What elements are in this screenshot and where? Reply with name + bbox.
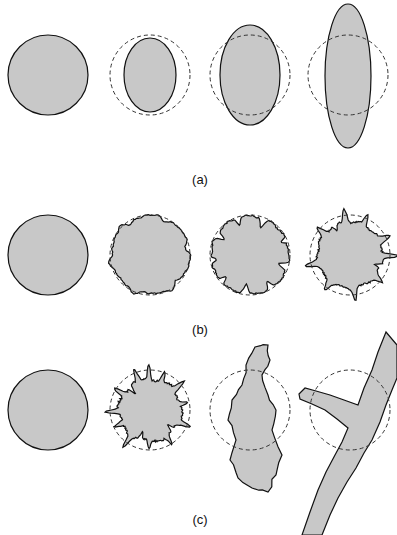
elongated-blob bbox=[228, 345, 282, 492]
reference-circle bbox=[308, 35, 388, 115]
initial-circle bbox=[8, 215, 88, 295]
reference-circle bbox=[210, 370, 290, 450]
reference-circle bbox=[210, 215, 290, 295]
reference-circle bbox=[310, 215, 390, 295]
fingered-blob bbox=[105, 365, 190, 449]
reference-circle bbox=[310, 370, 390, 450]
reference-circle bbox=[110, 215, 190, 295]
panel-label: (a) bbox=[192, 172, 208, 187]
initial-circle bbox=[8, 370, 88, 450]
initial-circle bbox=[8, 35, 88, 115]
rough-blob bbox=[109, 215, 191, 294]
fingered-blob bbox=[306, 209, 397, 301]
panel-label: (c) bbox=[192, 512, 207, 527]
ellipse bbox=[325, 4, 371, 148]
reference-circle bbox=[110, 35, 190, 115]
panel-label: (b) bbox=[192, 322, 208, 337]
reference-circle bbox=[110, 370, 190, 450]
ellipse bbox=[124, 38, 176, 112]
branching-channel bbox=[299, 332, 397, 535]
ellipse bbox=[220, 25, 280, 125]
reference-circle bbox=[210, 35, 290, 115]
